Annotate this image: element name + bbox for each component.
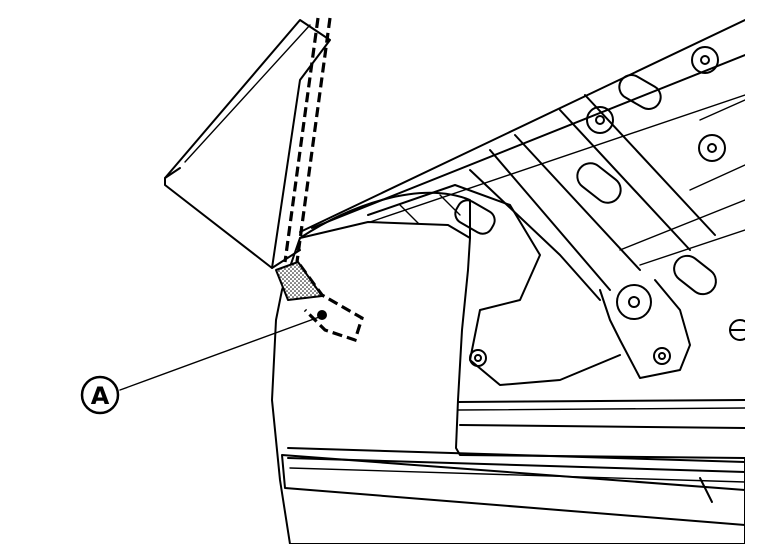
- callout-leader-line: [119, 315, 323, 391]
- callout-label: A: [91, 382, 110, 410]
- lower-trim-strip: [281, 447, 745, 526]
- clip-area: [275, 261, 323, 301]
- upper-rail: [164, 19, 331, 269]
- callout-target-dot: [317, 310, 327, 320]
- callout-circle: [80, 375, 120, 415]
- callout-a: A: [80, 375, 120, 415]
